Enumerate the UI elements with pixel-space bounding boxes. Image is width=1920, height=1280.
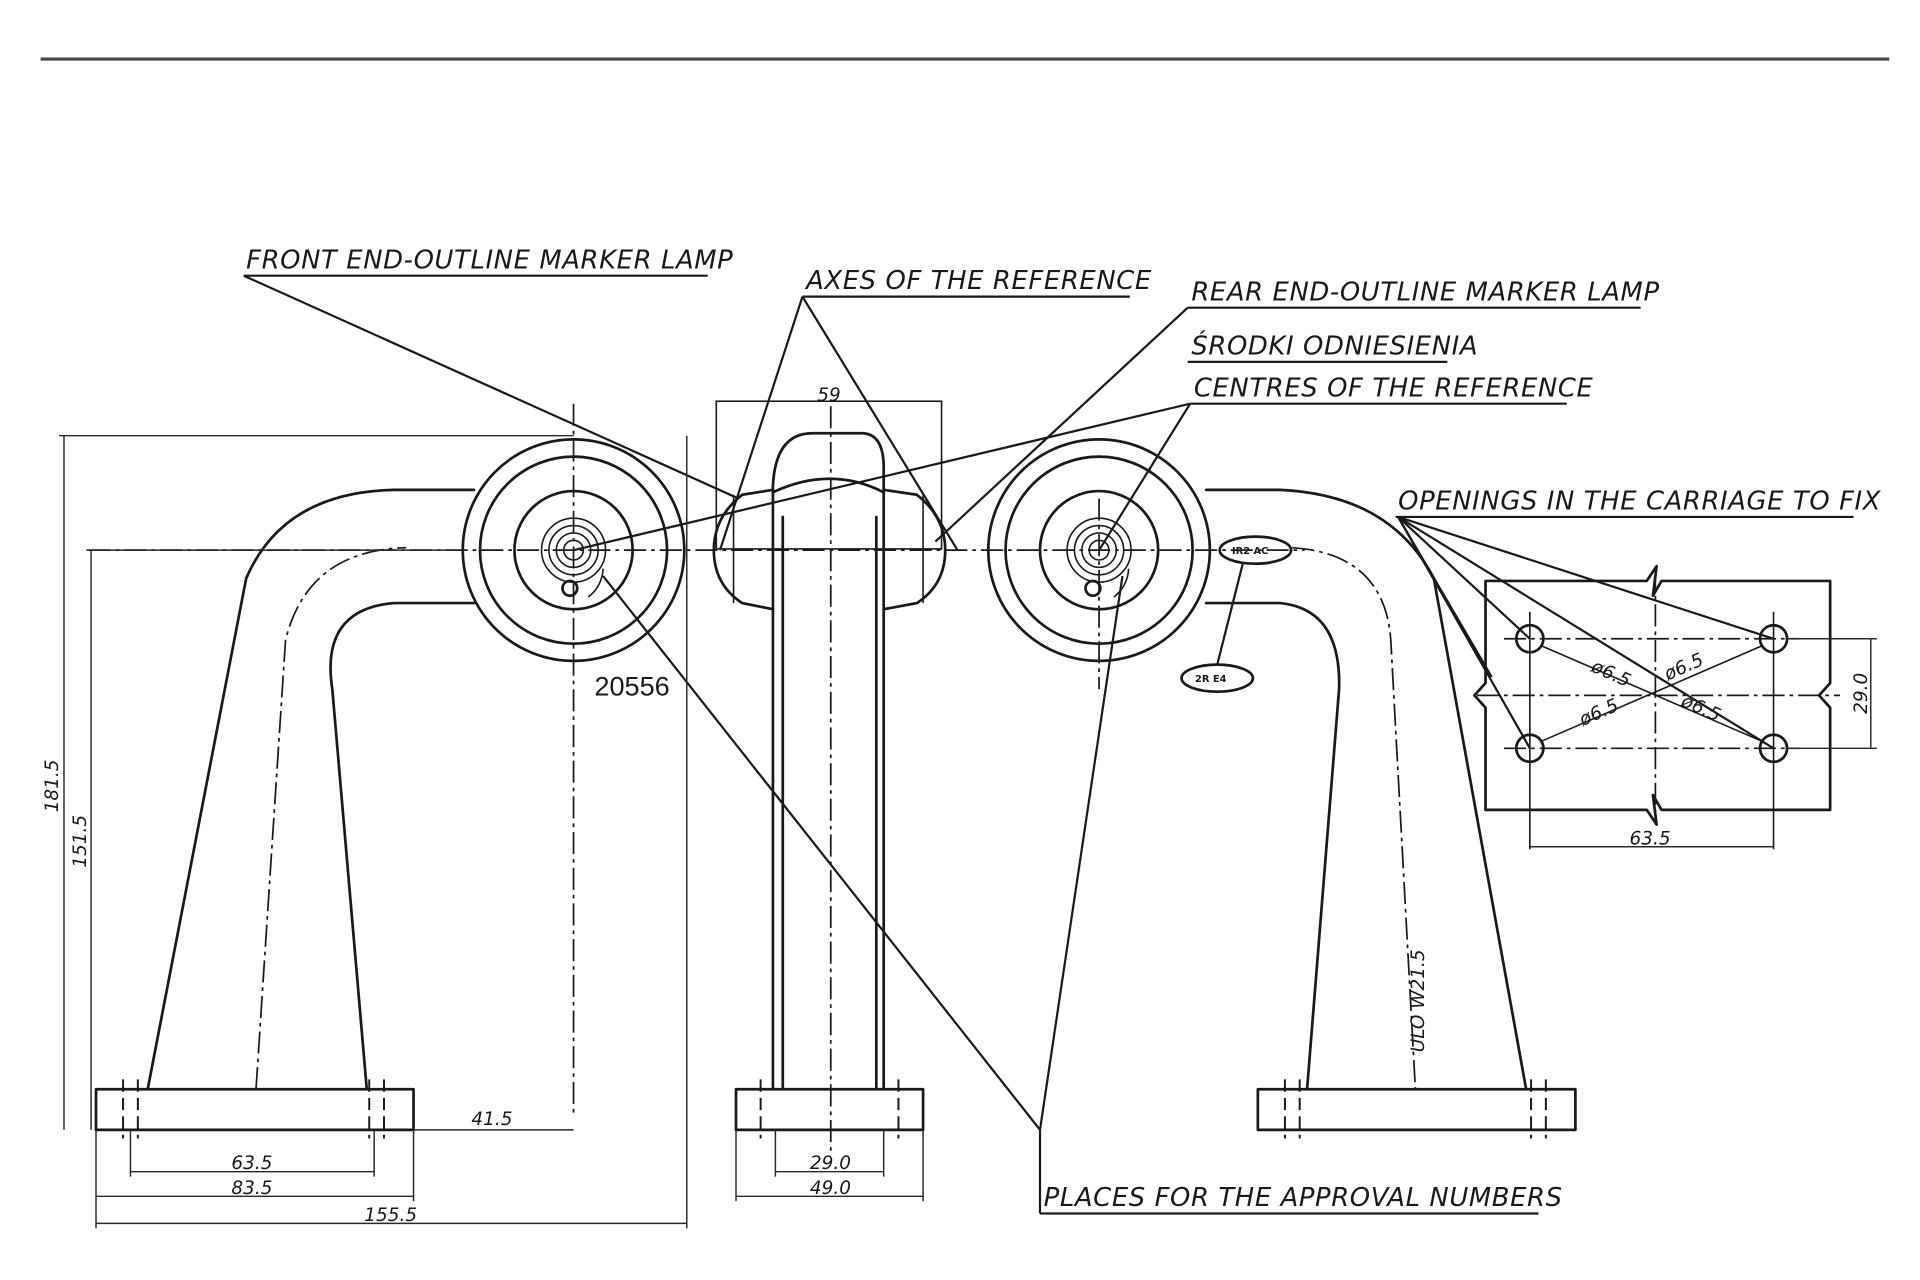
leader-approval-3 <box>1038 575 1124 1131</box>
vertical-note: ULO W21.5 <box>1408 949 1429 1052</box>
front-approval-mark <box>561 579 579 598</box>
rear-arm-inner <box>1204 601 1341 1091</box>
rear-arm-outer <box>1204 488 1528 1091</box>
leader-centres-2 <box>1098 403 1192 551</box>
center-base <box>734 1087 925 1132</box>
openings-detail: ø6.5 ø6.5 ø6.5 ø6.5 63.5 29.0 <box>1473 564 1877 849</box>
approval-badge-upper-text: IR2 AC <box>1232 546 1268 557</box>
dim-spacing-h: 63.5 <box>1630 828 1671 849</box>
dim-center-inner: 29.0 <box>810 1153 851 1174</box>
leader-approval-2 <box>602 575 1041 1131</box>
dimensions-left: 181.5 151.5 41.5 63.5 83.5 155.5 <box>42 434 688 1229</box>
label-openings: OPENINGS IN THE CARRIAGE TO FIX <box>1398 487 1882 517</box>
label-rear-lamp: REAR END-OUTLINE MARKER LAMP <box>1191 277 1659 307</box>
label-front-lamp: FRONT END-OUTLINE MARKER LAMP <box>246 245 733 275</box>
opening-hole-bl <box>1514 733 1545 764</box>
dim-offset-right: 41.5 <box>471 1109 512 1130</box>
hole-dia-1: ø6.5 <box>1587 656 1634 692</box>
leader-front-lamp <box>243 274 739 500</box>
front-arm-inner <box>329 601 476 1091</box>
rear-approval-arc <box>1113 568 1130 598</box>
leader-openings-4 <box>1397 515 1775 750</box>
front-base <box>94 1087 415 1132</box>
part-number: 20556 <box>594 670 669 701</box>
leader-axes-2 <box>801 296 959 551</box>
approval-badge-lower <box>1180 663 1255 694</box>
label-approval-places: PLACES FOR THE APPROVAL NUMBERS <box>1044 1183 1563 1213</box>
center-head <box>771 477 886 494</box>
dim-height-axis: 151.5 <box>70 815 91 868</box>
label-centres-reference: CENTRES OF THE REFERENCE <box>1194 373 1594 403</box>
center-top-dim-box <box>715 400 943 550</box>
center-lamp-view: 59 <box>712 385 947 1151</box>
approval-badge-lower-text: 2R E4 <box>1195 674 1227 685</box>
leader-axes-1 <box>718 296 804 551</box>
rear-lamp-view: IR2 AC 2R E4 ULO W21.5 <box>986 438 1577 1139</box>
label-srodki: ŚRODKI ODNIESIENIA <box>1191 329 1478 361</box>
dim-base-overall: 155.5 <box>364 1205 417 1226</box>
dim-base-inner: 63.5 <box>231 1153 272 1174</box>
approval-badge-upper <box>1218 535 1293 566</box>
rear-base <box>1256 1087 1577 1132</box>
leader-openings-5 <box>1397 516 1493 678</box>
rear-arm-axis <box>1292 546 1417 1090</box>
leader-rear-lamp <box>934 306 1189 543</box>
front-arm-axis <box>255 546 407 1090</box>
dim-spacing-v: 29.0 <box>1851 673 1872 714</box>
dimensions-center: 29.0 49.0 <box>735 1129 924 1202</box>
opening-hole-tl <box>1514 623 1545 654</box>
leader-centres-1 <box>573 402 1191 552</box>
label-axes-reference: AXES OF THE REFERENCE <box>804 266 1152 296</box>
rear-approval-mark <box>1084 579 1102 598</box>
dim-base-mid: 83.5 <box>231 1178 272 1199</box>
front-approval-arc <box>587 568 604 598</box>
openings-plate <box>1473 564 1832 826</box>
leader-openings-2 <box>1397 515 1774 640</box>
hole-dia-4: ø6.5 <box>1677 690 1724 726</box>
callouts: FRONT END-OUTLINE MARKER LAMP AXES OF TH… <box>243 245 1882 1215</box>
diag-2 <box>1541 645 1762 742</box>
hole-dia-3: ø6.5 <box>1575 695 1622 731</box>
front-lamp-view: 20556 <box>94 403 686 1139</box>
front-arm-outer <box>146 488 476 1091</box>
dim-center-outer: 49.0 <box>810 1178 851 1199</box>
center-post-left <box>771 431 886 1091</box>
dim-height-total: 181.5 <box>42 759 63 812</box>
dim-top-width: 59 <box>817 385 840 406</box>
badge-leader <box>1216 562 1245 665</box>
leader-openings-1 <box>1397 516 1531 640</box>
